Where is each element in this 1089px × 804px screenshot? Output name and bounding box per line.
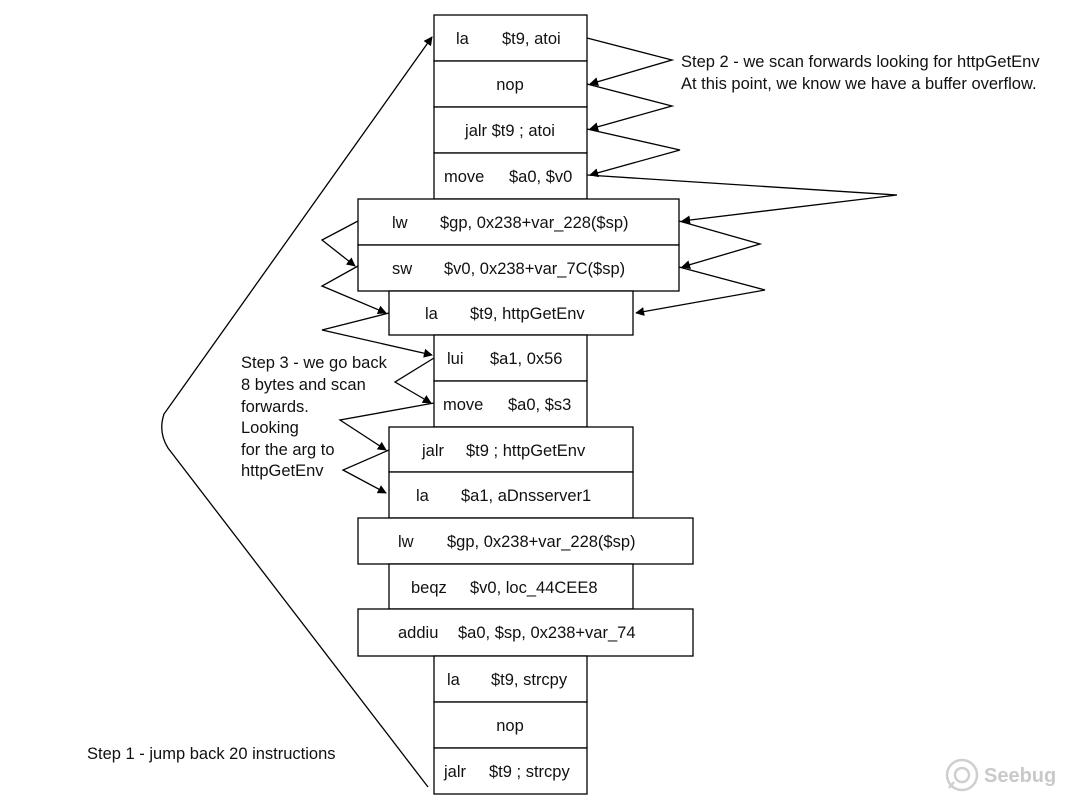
instr-op: la: [447, 671, 461, 689]
instruction-box: la $t9, atoi: [433, 14, 588, 62]
instruction-box: nop: [433, 60, 588, 108]
instruction-box: nop: [433, 701, 588, 749]
instruction-box: addiu $a0, $sp, 0x238+var_74: [357, 608, 694, 657]
step3-annotation: Step 3 - we go back 8 bytes and scan for…: [241, 354, 388, 480]
instr-args: $v0, 0x238+var_7C($sp): [444, 260, 625, 278]
instr-op: sw: [392, 260, 412, 278]
instr-args: $gp, 0x238+var_228($sp): [447, 533, 636, 551]
instruction-box: jalr $t9 ; strcpy: [433, 747, 588, 795]
step1-annotation: Step 1 - jump back 20 instructions: [87, 745, 336, 763]
step2-scan-arrow-2: [586, 83, 675, 132]
step3-text-line: 8 bytes and scan: [241, 376, 366, 394]
step3-scan-arrow-3: [341, 449, 390, 494]
instruction-box: la $t9, strcpy: [433, 655, 588, 703]
watermark-text: Seebug: [984, 765, 1056, 787]
step2-text-line: Step 2 - we scan forwards looking for ht…: [681, 53, 1040, 71]
step3-text-line: for the arg to: [241, 441, 335, 459]
step1-jump-back-arrow: [161, 36, 433, 788]
instr-args: nop: [496, 717, 524, 735]
instr-args: nop: [496, 76, 524, 94]
instr-op: beqz: [411, 579, 447, 597]
instr-op: move: [444, 168, 484, 186]
instr-args: $a0, $v0: [509, 168, 572, 186]
instr-op: la: [416, 487, 430, 505]
step2-scan-arrow-1: [586, 37, 675, 87]
step2-annotation: Step 2 - we scan forwards looking for ht…: [681, 53, 1040, 93]
seebug-logo-icon: [945, 758, 979, 792]
instr-args: $gp, 0x238+var_228($sp): [440, 214, 629, 232]
step3-text-line: Step 3 - we go back: [241, 354, 388, 372]
step1-text: Step 1 - jump back 20 instructions: [87, 745, 336, 763]
instr-op: lw: [398, 533, 414, 551]
instr-op: lw: [392, 214, 408, 232]
instruction-box: lw $gp, 0x238+var_228($sp): [357, 198, 680, 246]
scan-back-arrow-3: [321, 312, 433, 358]
instr-op: move: [443, 396, 483, 414]
instruction-box: beqz $v0, loc_44CEE8: [388, 563, 634, 610]
step3-scan-arrow-1: [393, 357, 435, 404]
scan-back-arrow-2: [320, 265, 387, 314]
instruction-box: move $a0, $v0: [433, 152, 588, 200]
step2-scan-arrow-6: [635, 266, 766, 317]
step3-scan-arrow-2: [338, 402, 435, 451]
step2-scan-arrow-3: [586, 128, 681, 178]
step2-scan-arrow-4: [586, 174, 898, 225]
instruction-box: lw $gp, 0x238+var_228($sp): [357, 517, 694, 565]
instruction-box: jalr $t9 ; httpGetEnv: [388, 426, 634, 473]
step3-text-line: forwards.: [241, 398, 309, 416]
instr-args: $t9, atoi: [502, 30, 561, 48]
instr-args: $a0, $s3: [508, 396, 571, 414]
instr-op: addiu: [398, 624, 438, 642]
instruction-box: sw $v0, 0x238+var_7C($sp): [357, 244, 680, 292]
instr-args: $t9, strcpy: [491, 671, 568, 689]
step2-scan-arrow-5: [678, 220, 763, 270]
instruction-box: move $a0, $s3: [433, 380, 588, 428]
scan-back-arrow-1: [320, 220, 359, 267]
step3-text-line: Looking: [241, 419, 299, 437]
instr-op: lui: [447, 350, 464, 368]
seebug-watermark: Seebug: [945, 758, 1056, 792]
instr-args: $t9, httpGetEnv: [470, 305, 585, 323]
instr-op: jalr: [443, 763, 467, 781]
instr-op: jalr: [421, 442, 445, 460]
instr-op: la: [456, 30, 470, 48]
instr-args: $a1, 0x56: [490, 350, 562, 368]
instruction-box: jalr $t9 ; atoi: [433, 106, 588, 154]
instr-args: $a1, aDnsserver1: [461, 487, 591, 505]
instr-op: la: [425, 305, 439, 323]
step2-text-line: At this point, we know we have a buffer …: [681, 75, 1037, 93]
step3-text-line: httpGetEnv: [241, 462, 324, 480]
instr-args: $t9 ; httpGetEnv: [466, 442, 586, 460]
instruction-box: la $a1, aDnsserver1: [388, 471, 634, 519]
instr-args: $v0, loc_44CEE8: [470, 579, 598, 597]
instr-args: $a0, $sp, 0x238+var_74: [458, 624, 636, 642]
instr-args: jalr $t9 ; atoi: [464, 122, 555, 140]
instruction-box: la $t9, httpGetEnv: [388, 290, 634, 336]
instr-args: $t9 ; strcpy: [489, 763, 570, 781]
instruction-box: lui $a1, 0x56: [433, 334, 588, 382]
